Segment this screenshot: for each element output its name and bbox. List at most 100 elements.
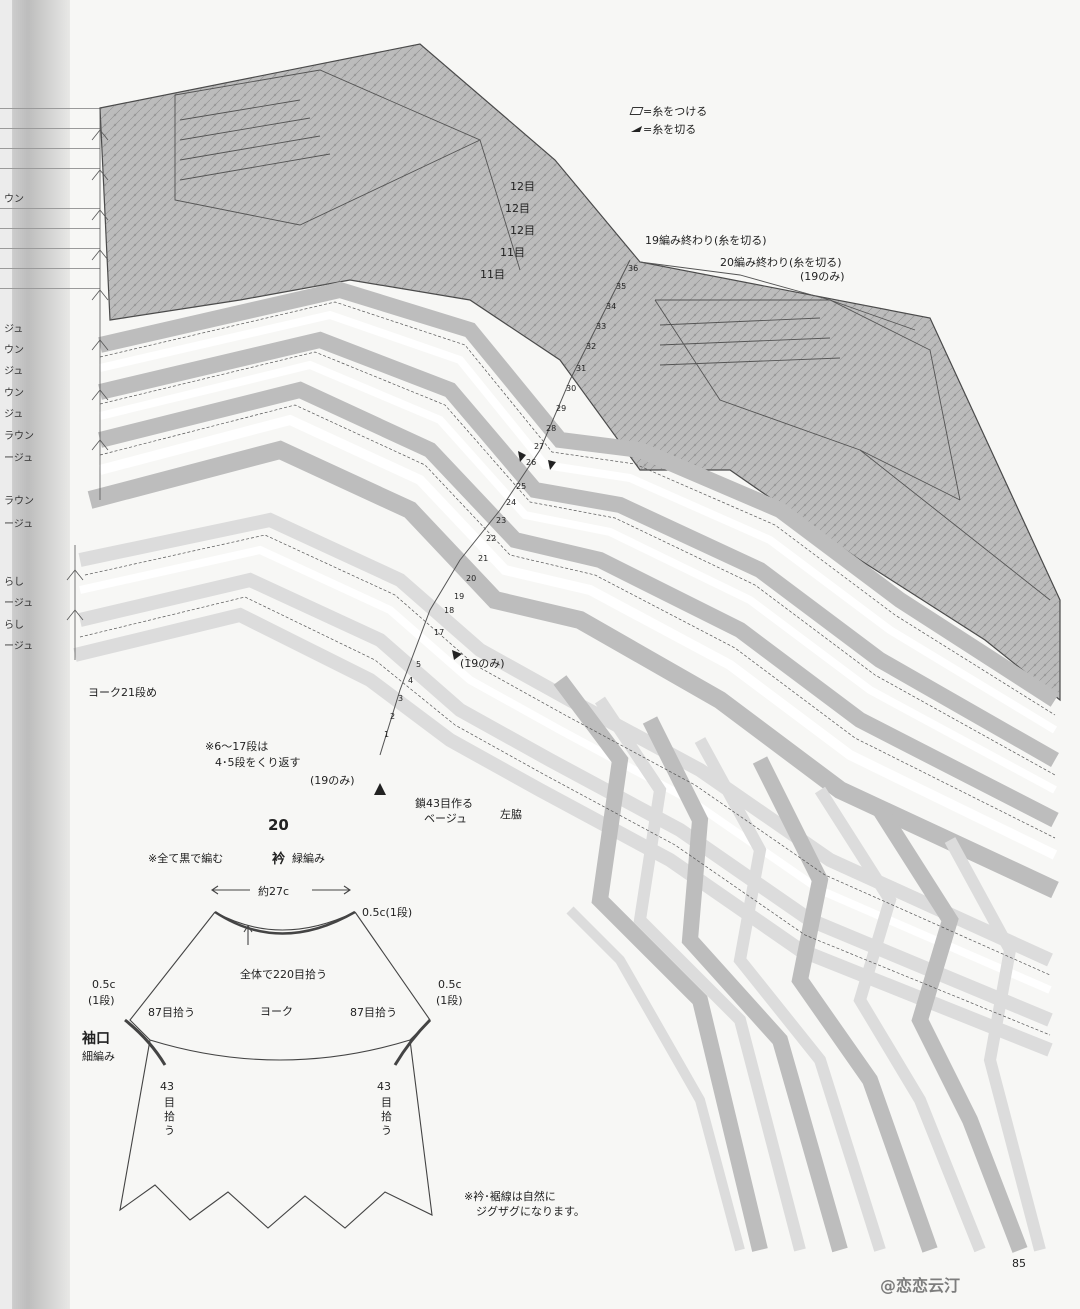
yoke-label: ヨーク <box>260 1005 293 1018</box>
pickup-43-right: 43 <box>377 1080 391 1093</box>
schematic-body <box>119 1039 433 1229</box>
all-black-note: ※全て黒で編む <box>148 852 224 865</box>
row-number: 30 <box>566 384 577 393</box>
row-number: 22 <box>486 534 497 543</box>
margin-rule <box>0 108 100 109</box>
stitch-count: 12目 <box>510 224 535 237</box>
collar-pickup-label: 全体で220目拾う <box>240 968 327 981</box>
garment-schematic <box>119 885 433 1229</box>
pickup-43-right: 拾 <box>381 1110 392 1123</box>
margin-rule <box>0 168 100 169</box>
row-number: 23 <box>496 516 507 525</box>
row-number: 19 <box>454 592 465 601</box>
row-number: 36 <box>628 264 639 273</box>
stitch-count: 12目 <box>505 202 530 215</box>
row-number: 32 <box>586 342 597 351</box>
chain-start-note: 鎖43目作る <box>415 797 473 810</box>
row-number: 1 <box>384 730 390 739</box>
row-number: 27 <box>534 442 545 451</box>
width-label: 約27c <box>258 885 290 898</box>
only-19-note: (19のみ) <box>460 657 505 670</box>
cuff-title: 袖口 <box>82 1031 110 1047</box>
row-number: 21 <box>478 554 489 563</box>
lower-diagonal-bands <box>553 675 1046 1253</box>
row-number: 18 <box>444 606 455 615</box>
watermark-text: @恋恋云汀 <box>880 1276 961 1295</box>
pickup-87-left: 87目拾う <box>148 1006 195 1019</box>
right-depth: 0.5c <box>438 978 462 991</box>
yoke-row-label: ヨーク21段め <box>88 686 157 699</box>
chain-start-color: ベージュ <box>424 812 468 825</box>
margin-label: ラウン <box>4 496 34 507</box>
page-number: 85 <box>1012 1257 1026 1270</box>
pickup-87-right: 87目拾う <box>350 1006 397 1019</box>
row-number: 4 <box>408 676 414 685</box>
row-number: 24 <box>506 498 517 507</box>
row-number: 34 <box>606 302 617 311</box>
row20-end-sub: (19のみ) <box>800 270 845 283</box>
pattern-number: 20 <box>268 816 289 834</box>
pickup-43-left: 43 <box>160 1080 174 1093</box>
book-spine-shadow <box>0 0 70 1309</box>
row-number: 35 <box>616 282 627 291</box>
legend-attach-yarn: =糸をつける <box>629 103 707 119</box>
row-number: 25 <box>516 482 527 491</box>
collar-method: 緑編み <box>292 852 325 865</box>
left-depth: (1段) <box>88 994 115 1007</box>
center-seam <box>379 259 631 756</box>
margin-label: ジュ <box>4 366 24 377</box>
legend-cut-yarn: =糸を切る <box>630 121 697 137</box>
schematic-collar <box>214 910 356 935</box>
row-number: 33 <box>596 322 607 331</box>
row-number: 20 <box>466 574 477 583</box>
row-number: 3 <box>398 694 404 703</box>
pickup-43-right: う <box>381 1124 392 1137</box>
margin-rule <box>0 248 100 249</box>
cut-yarn-icon <box>630 126 643 132</box>
left-side-label: 左脇 <box>500 808 522 821</box>
legend-label: =糸を切る <box>643 123 697 136</box>
margin-rule <box>0 288 100 289</box>
left-edge-stitches <box>66 108 109 660</box>
margin-label: ージュ <box>4 519 34 530</box>
row-number: 29 <box>556 404 567 413</box>
row-number: 17 <box>434 628 445 637</box>
yarn-markers <box>374 451 556 795</box>
margin-label: ジュ <box>4 409 24 420</box>
stitch-count: 12目 <box>510 180 535 193</box>
margin-label: ージュ <box>4 453 34 464</box>
margin-rule <box>0 208 100 209</box>
margin-label: ウン <box>4 345 24 356</box>
margin-rule <box>0 268 100 269</box>
yoke-top-texture <box>100 44 1060 700</box>
margin-rule <box>0 128 100 129</box>
row-number: 2 <box>390 712 396 721</box>
pickup-43-right: 目 <box>381 1096 392 1109</box>
cuff-method: 細編み <box>82 1050 115 1063</box>
left-depth: 0.5c <box>92 978 116 991</box>
schematic-yoke-hem <box>149 1039 411 1061</box>
row-number: 31 <box>576 364 587 373</box>
hem-note: ※衿･裾線は自然に <box>464 1190 556 1203</box>
margin-label: ウン <box>4 388 24 399</box>
only-19-note: (19のみ) <box>310 774 355 787</box>
right-depth: (1段) <box>436 994 463 1007</box>
row-number: 26 <box>526 458 537 467</box>
schematic-left-cuff <box>124 1018 167 1066</box>
schematic-right-cuff <box>393 1018 432 1066</box>
margin-label: らし <box>4 620 24 631</box>
margin-label: ージュ <box>4 598 34 609</box>
chain-stitch-lines <box>79 301 1056 1036</box>
previous-page-edge <box>0 0 13 1309</box>
row-number: 28 <box>546 424 557 433</box>
stitch-count: 11目 <box>500 246 525 259</box>
pickup-43-left: 拾 <box>164 1110 175 1123</box>
row20-end-note: 20編み終わり(糸を切る) <box>720 256 842 269</box>
margin-label: らし <box>4 577 24 588</box>
repeat-note: ※6～17段は <box>205 740 269 753</box>
row-number: 5 <box>416 660 422 669</box>
attach-yarn-icon <box>629 107 644 115</box>
stitch-count: 11目 <box>480 268 505 281</box>
